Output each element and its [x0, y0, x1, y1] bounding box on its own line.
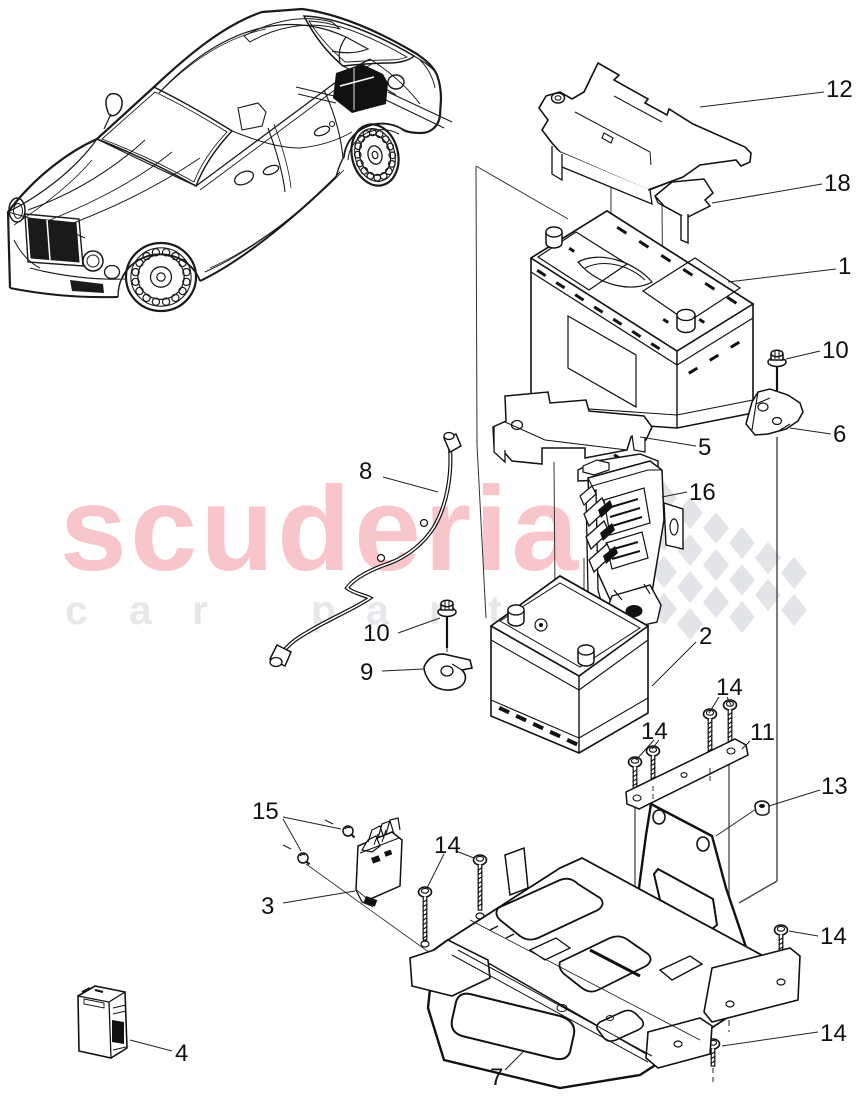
svg-text:14: 14 — [716, 674, 743, 701]
svg-text:9: 9 — [360, 659, 373, 686]
svg-text:14: 14 — [820, 923, 847, 950]
svg-text:5: 5 — [698, 434, 711, 461]
svg-text:6: 6 — [833, 421, 846, 448]
svg-text:r: r — [429, 587, 445, 633]
svg-text:4: 4 — [175, 1040, 188, 1067]
svg-text:8: 8 — [359, 458, 372, 485]
svg-text:a: a — [129, 587, 153, 633]
svg-text:14: 14 — [820, 1020, 847, 1047]
svg-text:a: a — [366, 587, 390, 633]
svg-text:14: 14 — [434, 832, 461, 859]
svg-text:10: 10 — [363, 620, 390, 647]
svg-text:r: r — [192, 587, 208, 633]
svg-text:11: 11 — [750, 719, 775, 746]
svg-text:7: 7 — [490, 1064, 503, 1091]
svg-text:3: 3 — [261, 893, 274, 920]
svg-text:12: 12 — [826, 76, 853, 103]
svg-text:c: c — [65, 587, 88, 633]
svg-text:1: 1 — [838, 253, 851, 280]
svg-text:10: 10 — [822, 337, 849, 364]
svg-text:14: 14 — [641, 718, 668, 745]
svg-text:15: 15 — [252, 798, 279, 825]
svg-text:18: 18 — [824, 170, 851, 197]
svg-text:13: 13 — [821, 773, 848, 800]
svg-text:2: 2 — [699, 623, 712, 650]
svg-text:scuderia: scuderia — [60, 462, 582, 596]
svg-text:16: 16 — [689, 479, 716, 506]
